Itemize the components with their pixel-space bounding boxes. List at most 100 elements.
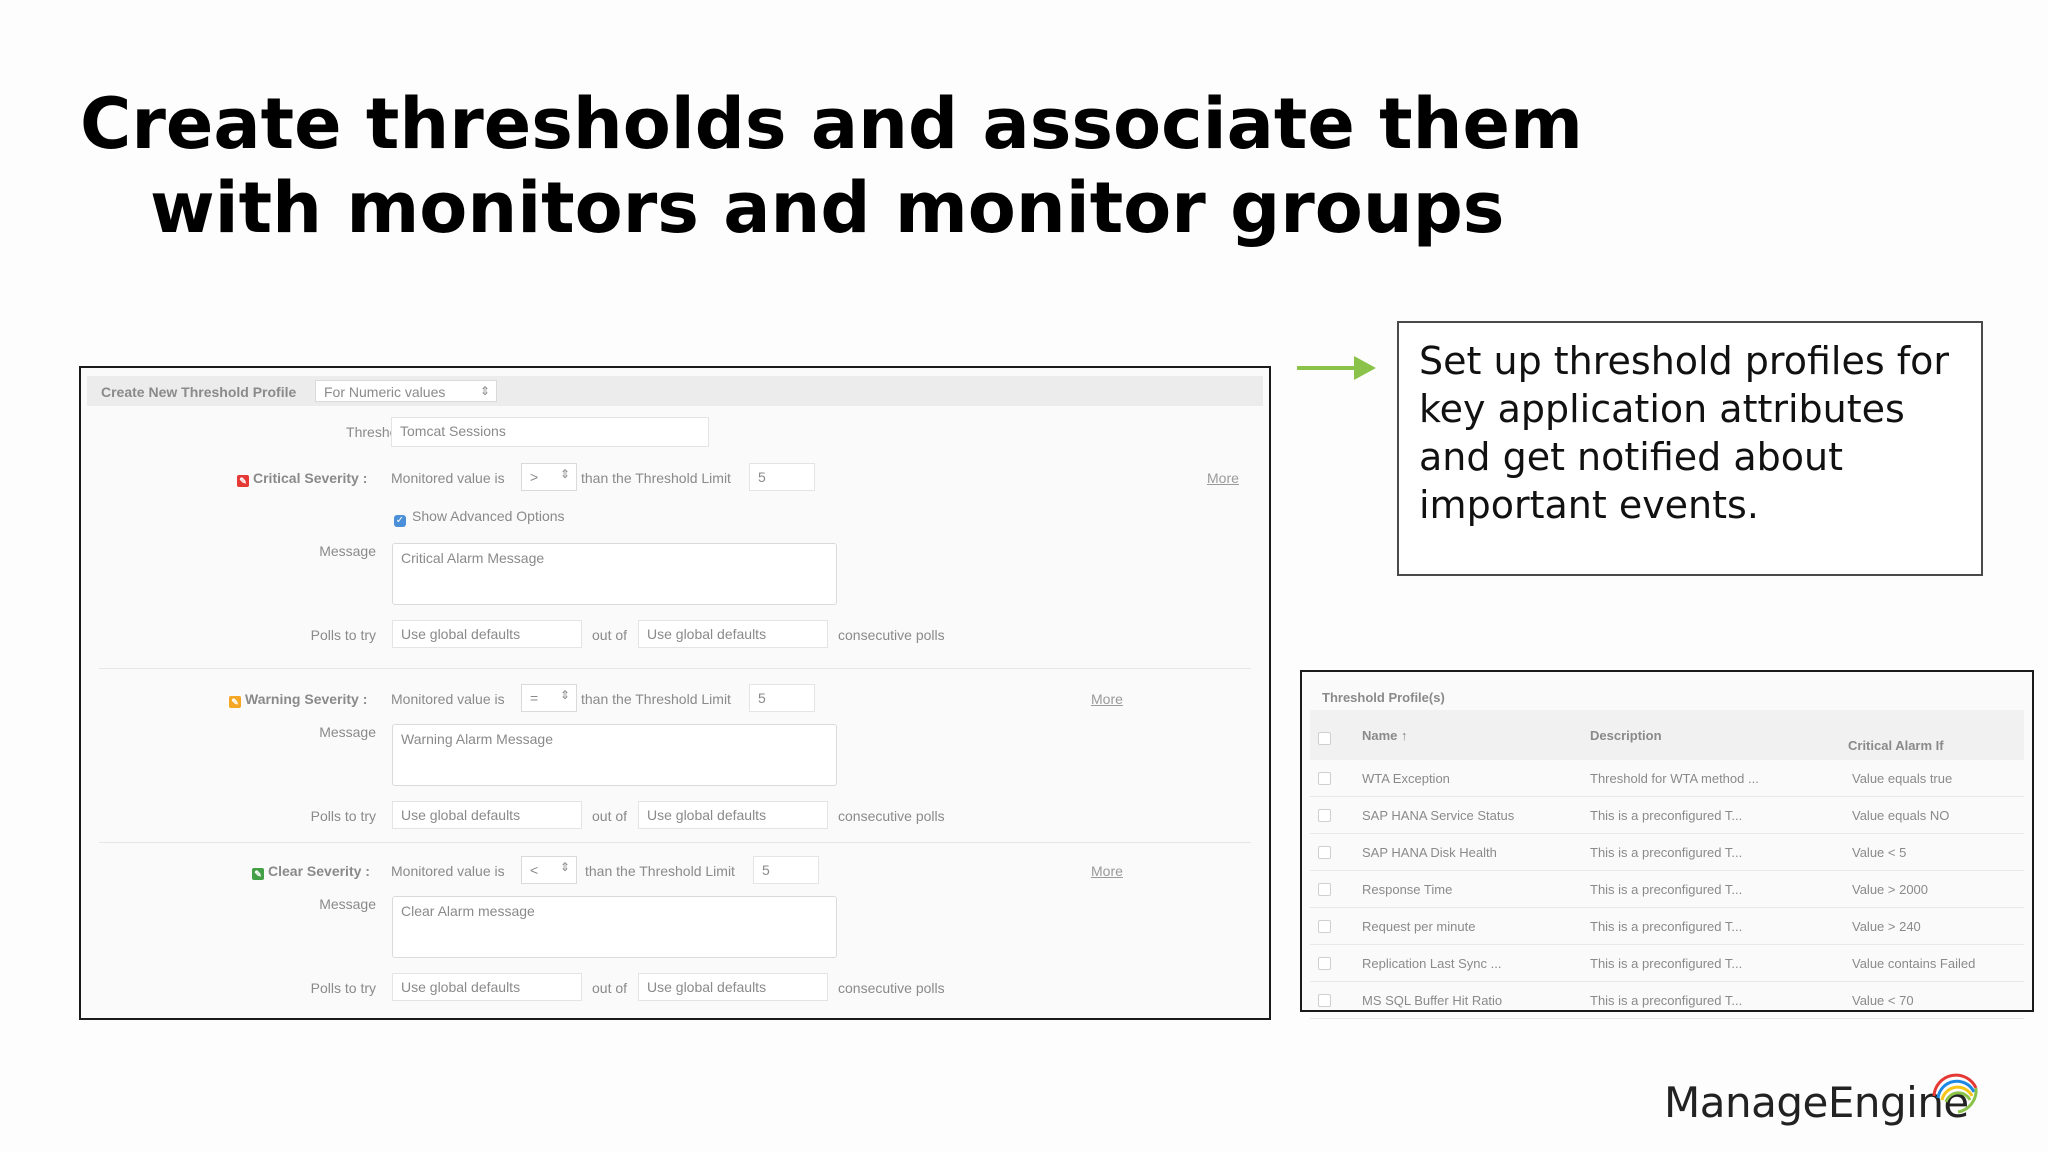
- column-header-description[interactable]: Description: [1590, 728, 1662, 743]
- manageengine-logo: ManageEngine: [1664, 1078, 1969, 1127]
- clear-than-label: than the Threshold Limit: [585, 863, 735, 879]
- warning-out-of-input[interactable]: Use global defaults: [638, 801, 828, 829]
- critical-operator-select[interactable]: >⇕: [521, 463, 577, 491]
- table-row[interactable]: SAP HANA Service Status This is a preconf…: [1310, 797, 2024, 834]
- warning-consecutive-label: consecutive polls: [838, 808, 945, 824]
- select-arrow-icon: ⇕: [559, 688, 570, 702]
- warning-than-label: than the Threshold Limit: [581, 691, 731, 707]
- threshold-form-screenshot: Create New Threshold Profile For Numeric…: [79, 366, 1271, 1020]
- critical-polls-label: Polls to try: [310, 627, 376, 643]
- row-checkbox[interactable]: [1318, 809, 1331, 822]
- profiles-title: Threshold Profile(s): [1322, 690, 1445, 705]
- warning-out-of-label: out of: [592, 808, 628, 824]
- cell-name: Replication Last Sync ...: [1362, 956, 1502, 971]
- critical-severity-label: ✎Critical Severity :: [237, 470, 367, 487]
- warning-monitored-label: Monitored value is: [391, 691, 505, 707]
- critical-severity-icon: ✎: [237, 475, 249, 487]
- table-row[interactable]: Response Time This is a preconfigured T..…: [1310, 871, 2024, 908]
- row-checkbox[interactable]: [1318, 920, 1331, 933]
- profile-type-select[interactable]: For Numeric values⇕: [315, 380, 497, 402]
- cell-description: This is a preconfigured T...: [1590, 882, 1743, 897]
- critical-more-link[interactable]: More: [1207, 470, 1239, 486]
- critical-polls-input[interactable]: Use global defaults: [392, 620, 582, 648]
- cell-description: This is a preconfigured T...: [1590, 956, 1743, 971]
- warning-limit-input[interactable]: 5: [749, 684, 815, 712]
- cell-description: This is a preconfigured T...: [1590, 845, 1743, 860]
- cell-description: This is a preconfigured T...: [1590, 808, 1743, 823]
- cell-description: This is a preconfigured T...: [1590, 993, 1743, 1008]
- cell-critical-alarm: Value equals true: [1852, 771, 1953, 786]
- checkbox-checked-icon: ✓: [394, 515, 406, 527]
- clear-severity-label: ✎Clear Severity :: [252, 863, 370, 880]
- critical-monitored-label: Monitored value is: [391, 470, 505, 486]
- critical-limit-input[interactable]: 5: [749, 463, 815, 491]
- select-all-checkbox[interactable]: [1318, 732, 1331, 745]
- clear-severity-icon: ✎: [252, 868, 264, 880]
- row-checkbox[interactable]: [1318, 883, 1331, 896]
- clear-polls-input[interactable]: Use global defaults: [392, 973, 582, 1001]
- table-row[interactable]: MS SQL Buffer Hit Ratio This is a preconf…: [1310, 982, 2024, 1019]
- cell-description: This is a preconfigured T...: [1590, 919, 1743, 934]
- clear-limit-input[interactable]: 5: [753, 856, 819, 884]
- cell-critical-alarm: Value < 5: [1852, 845, 1907, 860]
- critical-message-textarea[interactable]: Critical Alarm Message: [392, 543, 837, 605]
- column-header-critical-alarm[interactable]: Critical Alarm If: [1848, 738, 1944, 753]
- title-line-1: Create thresholds and associate them: [80, 83, 1583, 165]
- row-checkbox[interactable]: [1318, 846, 1331, 859]
- warning-severity-label: ✎Warning Severity :: [229, 691, 367, 708]
- profiles-header-row: Name ↑ Description Critical Alarm If: [1310, 710, 2024, 760]
- cell-critical-alarm: Value < 70: [1852, 993, 1914, 1008]
- callout-arrow-icon: [1354, 356, 1376, 380]
- show-advanced-checkbox[interactable]: ✓ Show Advanced Options: [394, 508, 565, 527]
- clear-more-link[interactable]: More: [1091, 863, 1123, 879]
- slide-title: Create thresholds and associate them wit…: [80, 82, 1680, 250]
- cell-critical-alarm: Value equals NO: [1852, 808, 1950, 823]
- table-row[interactable]: Request per minute This is a preconfigure…: [1310, 908, 2024, 945]
- threshold-profiles-screenshot: Threshold Profile(s) Name ↑ Description …: [1300, 670, 2034, 1019]
- cell-description: Threshold for WTA method ...: [1590, 771, 1759, 786]
- cell-name: SAP HANA Disk Health: [1362, 845, 1497, 860]
- cell-critical-alarm: Value > 2000: [1852, 882, 1929, 897]
- section-divider: [99, 668, 1251, 669]
- logo-arcs-icon: [1932, 1073, 1978, 1114]
- warning-severity-icon: ✎: [229, 696, 241, 708]
- table-row[interactable]: SAP HANA Disk Health This is a preconfigu…: [1310, 834, 2024, 871]
- section-divider: [99, 842, 1251, 843]
- cell-name: Request per minute: [1362, 919, 1476, 934]
- critical-out-of-input[interactable]: Use global defaults: [638, 620, 828, 648]
- select-arrow-icon: ⇕: [559, 860, 570, 874]
- warning-polls-label: Polls to try: [310, 808, 376, 824]
- cell-name: MS SQL Buffer Hit Ratio: [1362, 993, 1503, 1008]
- callout-arrow-line: [1297, 366, 1357, 370]
- cell-critical-alarm: Value contains Failed: [1852, 956, 1976, 971]
- row-checkbox[interactable]: [1318, 957, 1331, 970]
- clear-message-label: Message: [319, 896, 376, 912]
- cell-name: Response Time: [1362, 882, 1453, 897]
- warning-operator-select[interactable]: =⇕: [521, 684, 577, 712]
- warning-polls-input[interactable]: Use global defaults: [392, 801, 582, 829]
- column-header-name[interactable]: Name ↑: [1362, 728, 1408, 743]
- warning-more-link[interactable]: More: [1091, 691, 1123, 707]
- form-header-label: Create New Threshold Profile: [101, 384, 297, 400]
- form-header: Create New Threshold Profile For Numeric…: [87, 376, 1263, 406]
- clear-monitored-label: Monitored value is: [391, 863, 505, 879]
- clear-polls-label: Polls to try: [310, 980, 376, 996]
- profile-type-value: For Numeric values: [324, 384, 446, 400]
- threshold-name-input[interactable]: Tomcat Sessions: [391, 417, 709, 447]
- warning-message-textarea[interactable]: Warning Alarm Message: [392, 724, 837, 786]
- show-advanced-label: Show Advanced Options: [412, 508, 565, 524]
- select-arrow-icon: ⇕: [559, 467, 570, 481]
- clear-message-textarea[interactable]: Clear Alarm message: [392, 896, 837, 958]
- clear-out-of-input[interactable]: Use global defaults: [638, 973, 828, 1001]
- cell-name: SAP HANA Service Status: [1362, 808, 1515, 823]
- table-row[interactable]: Replication Last Sync ... This is a preco…: [1310, 945, 2024, 982]
- row-checkbox[interactable]: [1318, 772, 1331, 785]
- clear-out-of-label: out of: [592, 980, 628, 996]
- critical-than-label: than the Threshold Limit: [581, 470, 731, 486]
- warning-message-label: Message: [319, 724, 376, 740]
- critical-consecutive-label: consecutive polls: [838, 627, 945, 643]
- clear-operator-select[interactable]: <⇕: [521, 856, 577, 884]
- title-line-2: with monitors and monitor groups: [150, 167, 1505, 249]
- row-checkbox[interactable]: [1318, 994, 1331, 1007]
